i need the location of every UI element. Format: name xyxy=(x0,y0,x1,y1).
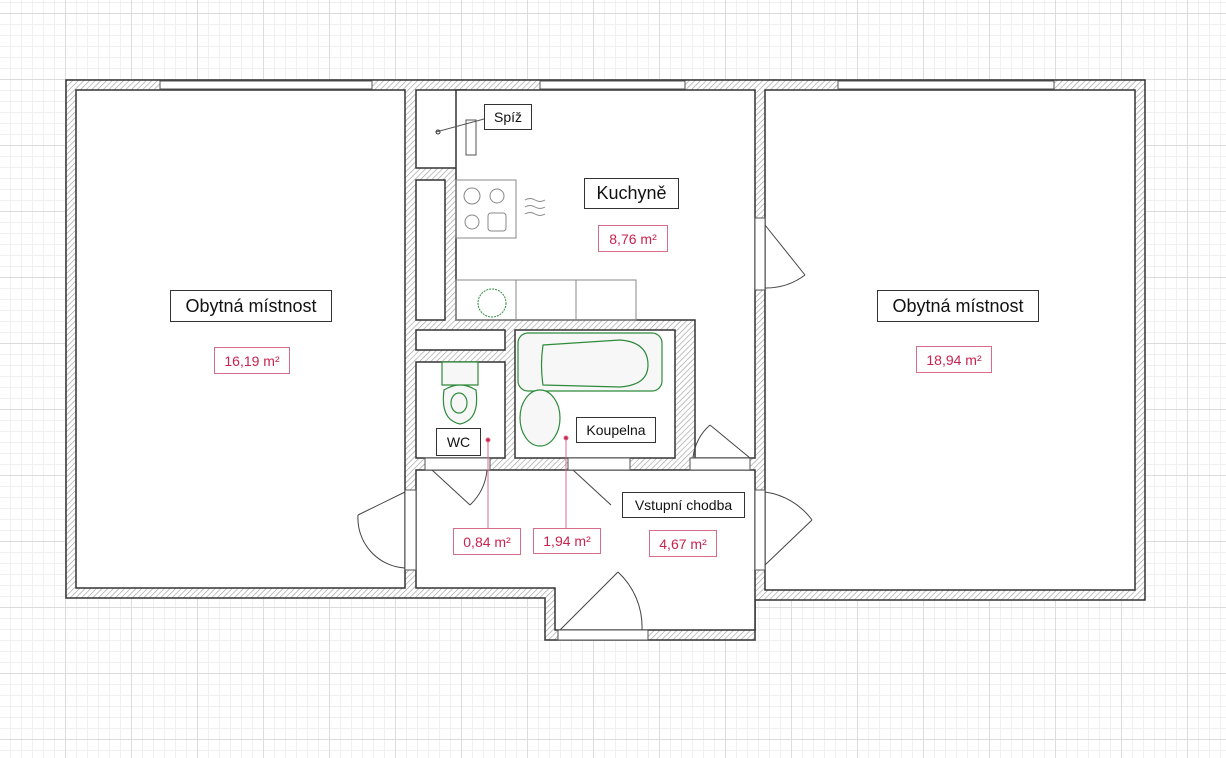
doorway xyxy=(567,457,631,471)
area-label-wc: 0,84 m² xyxy=(453,528,521,555)
area-label-living-right: 18,94 m² xyxy=(916,346,992,373)
openings xyxy=(159,80,1055,641)
room-label-kitchen: Kuchyně xyxy=(584,178,679,209)
area-label-kitchen: 8,76 m² xyxy=(598,225,668,252)
window xyxy=(159,80,373,90)
door-swings xyxy=(357,224,813,631)
closet-horizontal xyxy=(415,329,506,351)
room-label-living-left: Obytná místnost xyxy=(170,290,332,322)
area-leaders xyxy=(485,435,569,528)
bathroom-fixtures xyxy=(441,332,663,447)
room-label-pantry: Spíž xyxy=(484,104,532,130)
doorway xyxy=(404,489,417,571)
room-label-living-right: Obytná místnost xyxy=(877,290,1039,322)
window xyxy=(837,80,1055,90)
doorway xyxy=(754,489,766,571)
room-living-right xyxy=(764,89,1136,591)
doorway xyxy=(689,457,751,471)
closet-vertical xyxy=(415,179,446,321)
kitchen-fixtures xyxy=(435,118,637,321)
stove xyxy=(455,179,517,239)
room-living-left xyxy=(75,89,406,589)
window xyxy=(539,80,686,90)
doorway xyxy=(424,457,491,471)
room-label-hallway: Vstupní chodba xyxy=(622,492,745,518)
area-label-living-left: 16,19 m² xyxy=(214,347,290,374)
room-label-bathroom: Koupelna xyxy=(576,417,656,443)
doorway xyxy=(465,119,477,156)
doorway xyxy=(557,629,649,641)
sink xyxy=(519,389,561,447)
area-label-bathroom: 1,94 m² xyxy=(533,528,601,554)
counter xyxy=(455,279,637,321)
area-label-hallway: 4,67 m² xyxy=(649,530,717,557)
doorway xyxy=(754,217,766,291)
room-label-wc: WC xyxy=(436,428,481,456)
